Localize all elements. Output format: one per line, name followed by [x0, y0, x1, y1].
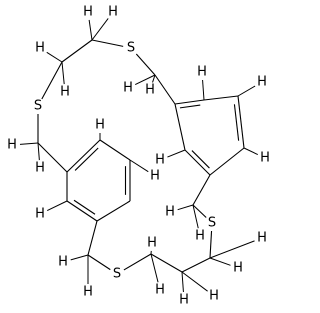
- bond-14: [99, 139, 131, 161]
- hydrogen-label: H: [233, 261, 243, 276]
- sulfur-atom-label: S: [113, 267, 121, 282]
- bonds-layer: [37, 39, 245, 273]
- bond-11-inner: [191, 150, 210, 169]
- hydrogen-label: H: [35, 41, 45, 56]
- hydrogen-bond-10: [243, 147, 258, 156]
- hydrogen-label: H: [155, 153, 165, 168]
- hydrogen-bond-8: [202, 79, 205, 101]
- hydrogen-label: H: [145, 83, 155, 98]
- hydrogen-bond-2: [46, 51, 63, 63]
- hydrogen-bond-13: [129, 159, 149, 173]
- bond-12: [174, 103, 186, 151]
- hydrogen-bond-9: [237, 85, 256, 97]
- hydrogen-label: H: [108, 5, 118, 20]
- hydrogen-bond-20: [181, 271, 208, 292]
- hydrogen-bond-18: [209, 257, 231, 266]
- hydrogen-bond-4: [134, 74, 156, 85]
- hydrogen-bond-14: [46, 200, 68, 211]
- bond-1: [61, 39, 93, 63]
- hydrogen-label: H: [155, 283, 165, 298]
- bond-13: [66, 139, 101, 173]
- hydrogen-bond-0: [88, 19, 93, 41]
- bond-7: [174, 99, 205, 105]
- hydrogen-bond-24: [70, 254, 89, 261]
- sulfur-atom-label: S: [208, 216, 216, 231]
- hydrogen-label: H: [257, 231, 267, 246]
- hydrogen-label: H: [123, 81, 133, 96]
- hydrogen-bond-1: [91, 18, 109, 41]
- hydrogen-bond-6: [19, 142, 39, 145]
- hydrogen-label: H: [95, 118, 105, 133]
- bond-24: [123, 253, 152, 271]
- hydrogen-bond-22: [150, 253, 159, 283]
- bond-17: [66, 200, 98, 222]
- bond-8: [203, 95, 239, 101]
- hydrogen-bond-7: [37, 142, 40, 161]
- bond-9: [237, 95, 245, 149]
- hydrogen-label: H: [165, 205, 175, 220]
- bond-2: [41, 61, 63, 100]
- hydrogen-label: H: [257, 75, 267, 90]
- hydrogen-label: H: [150, 169, 160, 184]
- hydrogen-bond-19: [181, 271, 184, 293]
- hydrogen-label: H: [35, 161, 45, 176]
- bond-16: [96, 200, 131, 222]
- bond-3: [135, 53, 156, 76]
- bond-9-inner: [233, 104, 240, 141]
- hydrogen-label: H: [147, 236, 157, 251]
- bond-11: [184, 149, 211, 176]
- hydrogen-label: H: [35, 207, 45, 222]
- bond-23: [150, 253, 183, 273]
- bond-17-inner: [73, 199, 96, 215]
- bond-19: [192, 174, 211, 206]
- bond-22: [181, 257, 211, 273]
- hydrogen-bond-3: [61, 61, 65, 85]
- hydrogen-bond-16: [192, 204, 199, 229]
- hydrogen-bond-15: [177, 204, 194, 211]
- hydrogen-bond-11: [167, 149, 186, 158]
- hydrogen-label: H: [260, 151, 270, 166]
- hydrogen-label: H: [58, 255, 68, 270]
- hydrogen-bond-17: [209, 240, 255, 259]
- hydrogen-label: H: [83, 5, 93, 20]
- hydrogen-bond-5: [152, 74, 156, 83]
- hydrogen-bonds-layer: [19, 18, 258, 293]
- bond-13-inner: [74, 147, 99, 171]
- bond-26: [87, 220, 98, 256]
- sulfur-atom-label: S: [127, 41, 135, 56]
- hydrogen-label: H: [83, 285, 93, 300]
- hydrogen-label: H: [60, 85, 70, 100]
- hydrogen-label: H: [7, 138, 17, 153]
- bond-4: [154, 74, 176, 105]
- hydrogen-label: H: [209, 289, 219, 304]
- hydrogen-label: H: [197, 65, 207, 80]
- hydrogen-label: H: [179, 293, 189, 308]
- bond-20: [192, 204, 207, 218]
- bond-21: [209, 230, 213, 259]
- hydrogen-label: H: [195, 229, 205, 244]
- bond-6: [37, 142, 68, 173]
- bond-25: [87, 254, 111, 271]
- sulfur-atom-label: S: [34, 99, 42, 114]
- bond-10: [209, 147, 245, 176]
- bond-7-inner: [179, 104, 201, 109]
- bond-0: [91, 39, 124, 47]
